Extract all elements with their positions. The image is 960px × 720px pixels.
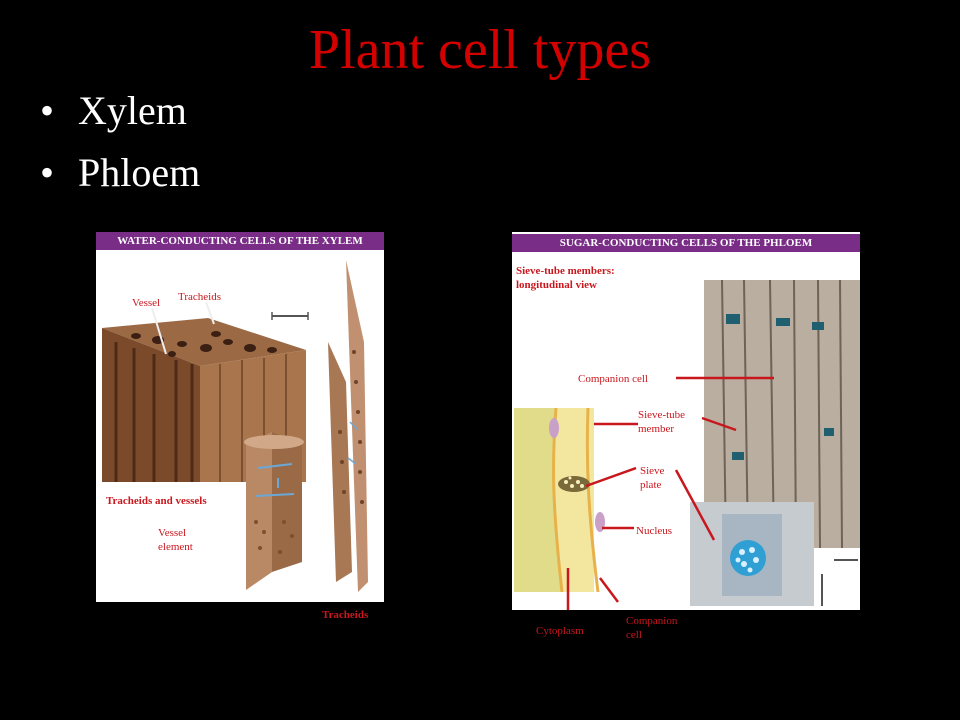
label-companion-cell-bottom: Companion cell — [626, 615, 678, 641]
label-sieve-tube-member: Sieve-tube member — [638, 409, 686, 435]
xylem-illustration — [102, 260, 368, 592]
xylem-header: WATER-CONDUCTING CELLS OF THE XYLEM — [96, 232, 384, 250]
bullet-xylem: Xylem — [40, 80, 200, 142]
phloem-panel: SUGAR-CONDUCTING CELLS OF THE PHLOEM — [512, 232, 860, 610]
bullet-phloem: Phloem — [40, 142, 200, 204]
label-companion-cell: Companion cell — [578, 373, 648, 385]
label-sieve-plate: Sieve plate — [640, 465, 665, 491]
label-tracheids-and-vessels: Tracheids and vessels — [106, 495, 207, 507]
label-vessel: Vessel — [132, 297, 161, 309]
label-cytoplasm: Cytoplasm — [536, 625, 584, 637]
phloem-header: SUGAR-CONDUCTING CELLS OF THE PHLOEM — [512, 234, 860, 252]
label-vessel-element: Vessel element — [158, 527, 193, 553]
xylem-panel: WATER-CONDUCTING CELLS OF THE XYLEM — [96, 232, 384, 602]
label-tracheids-top: Tracheids — [178, 291, 221, 303]
label-tracheids-bottom: Tracheids — [322, 609, 369, 621]
bullet-list: Xylem Phloem — [40, 80, 200, 204]
label-sieve-tube-members: Sieve-tube members: longitudinal view — [516, 265, 615, 291]
label-nucleus: Nucleus — [636, 525, 673, 537]
slide-title: Plant cell types — [308, 19, 652, 81]
phloem-illustration — [514, 279, 860, 610]
